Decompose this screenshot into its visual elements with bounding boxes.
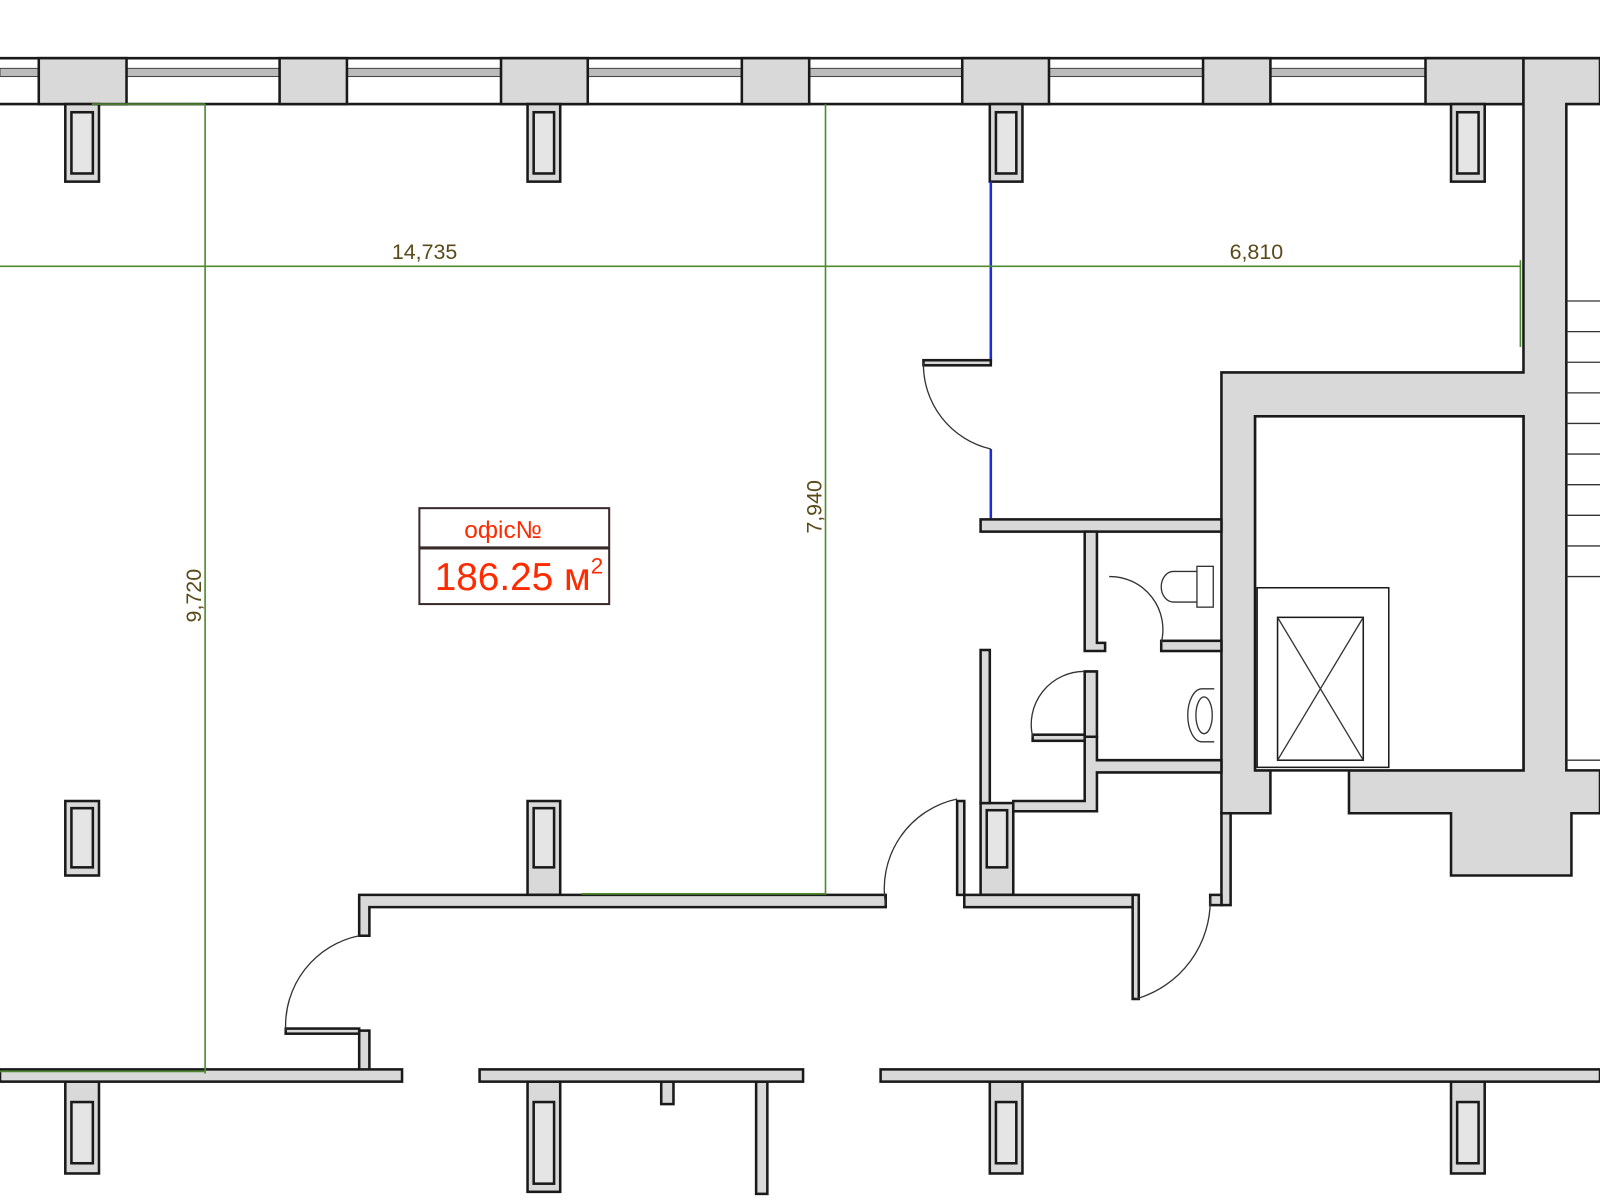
core-walls (1220, 56, 1600, 877)
toilet-icon (1160, 565, 1214, 608)
top-wall (0, 56, 1600, 106)
dimension-depth-right: 7,940 (802, 480, 826, 534)
door-swings (284, 362, 1211, 1031)
room-name: офіс№ (464, 517, 542, 544)
bottom-wall (0, 1068, 1600, 1083)
dimension-width-right: 6,810 (1230, 240, 1284, 264)
dimension-width-left: 14,735 (392, 240, 457, 264)
room-label: офіс№ 186.25 м2 (418, 507, 611, 606)
dimension-depth-left: 9,720 (182, 569, 206, 623)
columns (64, 102, 1486, 1196)
partitions (284, 181, 1232, 1073)
room-area: 186.25 м2 (435, 553, 603, 598)
sink-icon (1187, 688, 1215, 743)
stair-steps (1566, 300, 1600, 761)
dimension-lines (0, 103, 1522, 1074)
elevator-shaft (1256, 586, 1390, 769)
